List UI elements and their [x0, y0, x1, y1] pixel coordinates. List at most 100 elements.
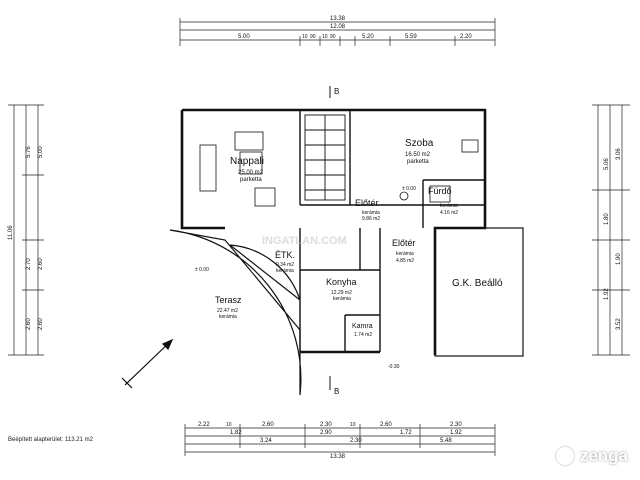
room-area: 9.34 m2	[276, 262, 294, 268]
dim-top-f: 5.20	[362, 34, 374, 40]
room-area: 16.50 m2	[405, 152, 431, 158]
room-eloter-upper: Előtér 9.86 m2 kerámia	[355, 198, 380, 222]
room-area: 4.16 m2	[440, 210, 458, 216]
room-name: Konyha	[326, 277, 357, 287]
level-markers: ± 0.00 ± 0.00 -0.30	[195, 186, 416, 370]
room-name: ÉTK.	[275, 250, 295, 260]
room-area: 9.86 m2	[362, 216, 380, 222]
room-area: 25.00 m2	[238, 170, 264, 176]
room-floor: kerámia	[440, 203, 458, 209]
room-floor: kerámia	[333, 296, 351, 302]
dim-left-5: 2.60	[38, 258, 44, 270]
dim-left-4: 2.70	[26, 258, 32, 270]
room-name: Szoba	[405, 138, 434, 149]
bottom-dimension-labels: 2.22 10 2.60 2.30 10 2.60 2.30 1.82 2.90…	[198, 422, 462, 460]
room-floor: kerámia	[396, 251, 414, 257]
right-dimension-labels: 3.06 5.06 1.80 1.90 3.52 1.92	[604, 148, 622, 330]
dim-bot-5: 10	[350, 422, 356, 428]
right-dimension-chain	[592, 104, 630, 356]
dim-bot-11: 1.92	[450, 430, 462, 436]
room-carport: G.K. Beálló	[452, 278, 503, 289]
dim-bot-7: 2.30	[450, 422, 462, 428]
staircase	[304, 114, 346, 201]
dim-bot-10: 1.72	[400, 430, 412, 436]
room-name: Előtér	[355, 198, 379, 208]
room-floor: kerámia	[219, 314, 237, 320]
room-eloter-lower: Előtér 4.85 m2 kerámia	[392, 238, 416, 264]
room-area: 22.47 m2	[217, 308, 238, 314]
dim-bot-total: 13.38	[330, 454, 346, 460]
room-furdo: Fürdő 4.16 m2 kerámia	[428, 186, 458, 216]
dim-right-3: 1.80	[604, 213, 610, 225]
section-mark-top: B	[334, 87, 339, 96]
room-name: Előtér	[392, 238, 416, 248]
brand-name: zenga	[579, 446, 628, 465]
room-konyha: Konyha 12.29 m2 kerámia	[326, 277, 357, 302]
dim-bot-2: 10	[226, 422, 232, 428]
room-floor: parketta	[407, 159, 429, 165]
dim-top-total: 13.38	[330, 16, 346, 22]
dim-bot-3: 2.60	[262, 422, 274, 428]
room-name: Kamra	[352, 323, 373, 330]
dim-top-c: 90	[310, 34, 316, 40]
dim-left-7: 2.60	[38, 318, 44, 330]
dim-top-e: 90	[330, 34, 336, 40]
room-nappali: Nappali 25.00 m2 parketta	[230, 156, 264, 183]
dim-top-d: 10	[322, 34, 328, 40]
room-kamra: Kamra 1.74 m2	[352, 323, 373, 338]
dim-left-3: 5.00	[38, 146, 44, 158]
room-etk: ÉTK. 9.34 m2 kerámia	[275, 250, 295, 274]
dim-bot-9: 2.90	[320, 430, 332, 436]
living-room-furniture	[199, 131, 479, 207]
top-dimension-labels: 13.38 12.08 5.00 10 90 10 90 5.20 5.59 2…	[238, 16, 472, 40]
room-area: 1.74 m2	[354, 332, 372, 338]
room-szoba: Szoba 16.50 m2 parketta	[405, 138, 434, 165]
dim-top-g: 5.59	[405, 34, 417, 40]
interior-walls	[299, 110, 485, 352]
left-dimension-labels: 11.06 5.76 5.00 2.70 2.60 2.60 2.60	[8, 146, 44, 330]
dim-top-h: 2.20	[460, 34, 472, 40]
dim-bot-13: 2.30	[350, 438, 362, 444]
room-name: G.K. Beálló	[452, 278, 503, 289]
room-floor: parketta	[240, 177, 262, 183]
dim-bot-6: 2.60	[380, 422, 392, 428]
dim-right-4: 1.90	[616, 253, 622, 265]
north-arrow	[121, 338, 174, 389]
dim-bot-4: 2.30	[320, 422, 332, 428]
room-area: 12.29 m2	[331, 290, 352, 296]
brand-watermark: zenga	[555, 446, 628, 466]
dim-right-6: 1.92	[604, 288, 610, 300]
room-terasz: Terasz 22.47 m2 kerámia	[215, 295, 242, 320]
level-outside: -0.30	[388, 364, 400, 370]
dim-left-6: 2.60	[26, 318, 32, 330]
level-hall: ± 0.00	[402, 186, 416, 192]
dim-bot-14: 5.48	[440, 438, 452, 444]
room-area: 4.85 m2	[396, 258, 414, 264]
dim-top-row2: 12.08	[330, 24, 346, 30]
dim-bot-8: 1.82	[230, 430, 242, 436]
room-name: Fürdő	[428, 186, 452, 196]
watermark-text: INGATLAN.COM	[262, 235, 347, 247]
dim-bot-12: 3.24	[260, 438, 272, 444]
level-terrace: ± 0.00	[195, 267, 209, 273]
dim-right-2: 5.06	[604, 158, 610, 170]
room-floor: kerámia	[276, 268, 294, 274]
top-dimension-chain	[179, 18, 496, 46]
brand-logo-icon	[555, 447, 574, 465]
built-area-note: Beépített alapterület: 113.21 m2	[8, 437, 93, 443]
room-name: Nappali	[230, 156, 264, 167]
bottom-dimension-chain	[184, 424, 496, 456]
section-mark-bottom: B	[334, 387, 339, 396]
terrace-and-carport	[169, 227, 524, 396]
dim-right-1: 3.06	[616, 148, 622, 160]
room-floor: kerámia	[362, 210, 380, 216]
dim-bot-1: 2.22	[198, 422, 210, 428]
left-dimension-chain	[8, 104, 44, 356]
room-name: Terasz	[215, 295, 242, 305]
dim-top-b: 10	[302, 34, 308, 40]
dim-left-2: 5.76	[26, 146, 32, 158]
dim-top-a: 5.00	[238, 34, 250, 40]
dim-left-1: 11.06	[8, 225, 14, 240]
